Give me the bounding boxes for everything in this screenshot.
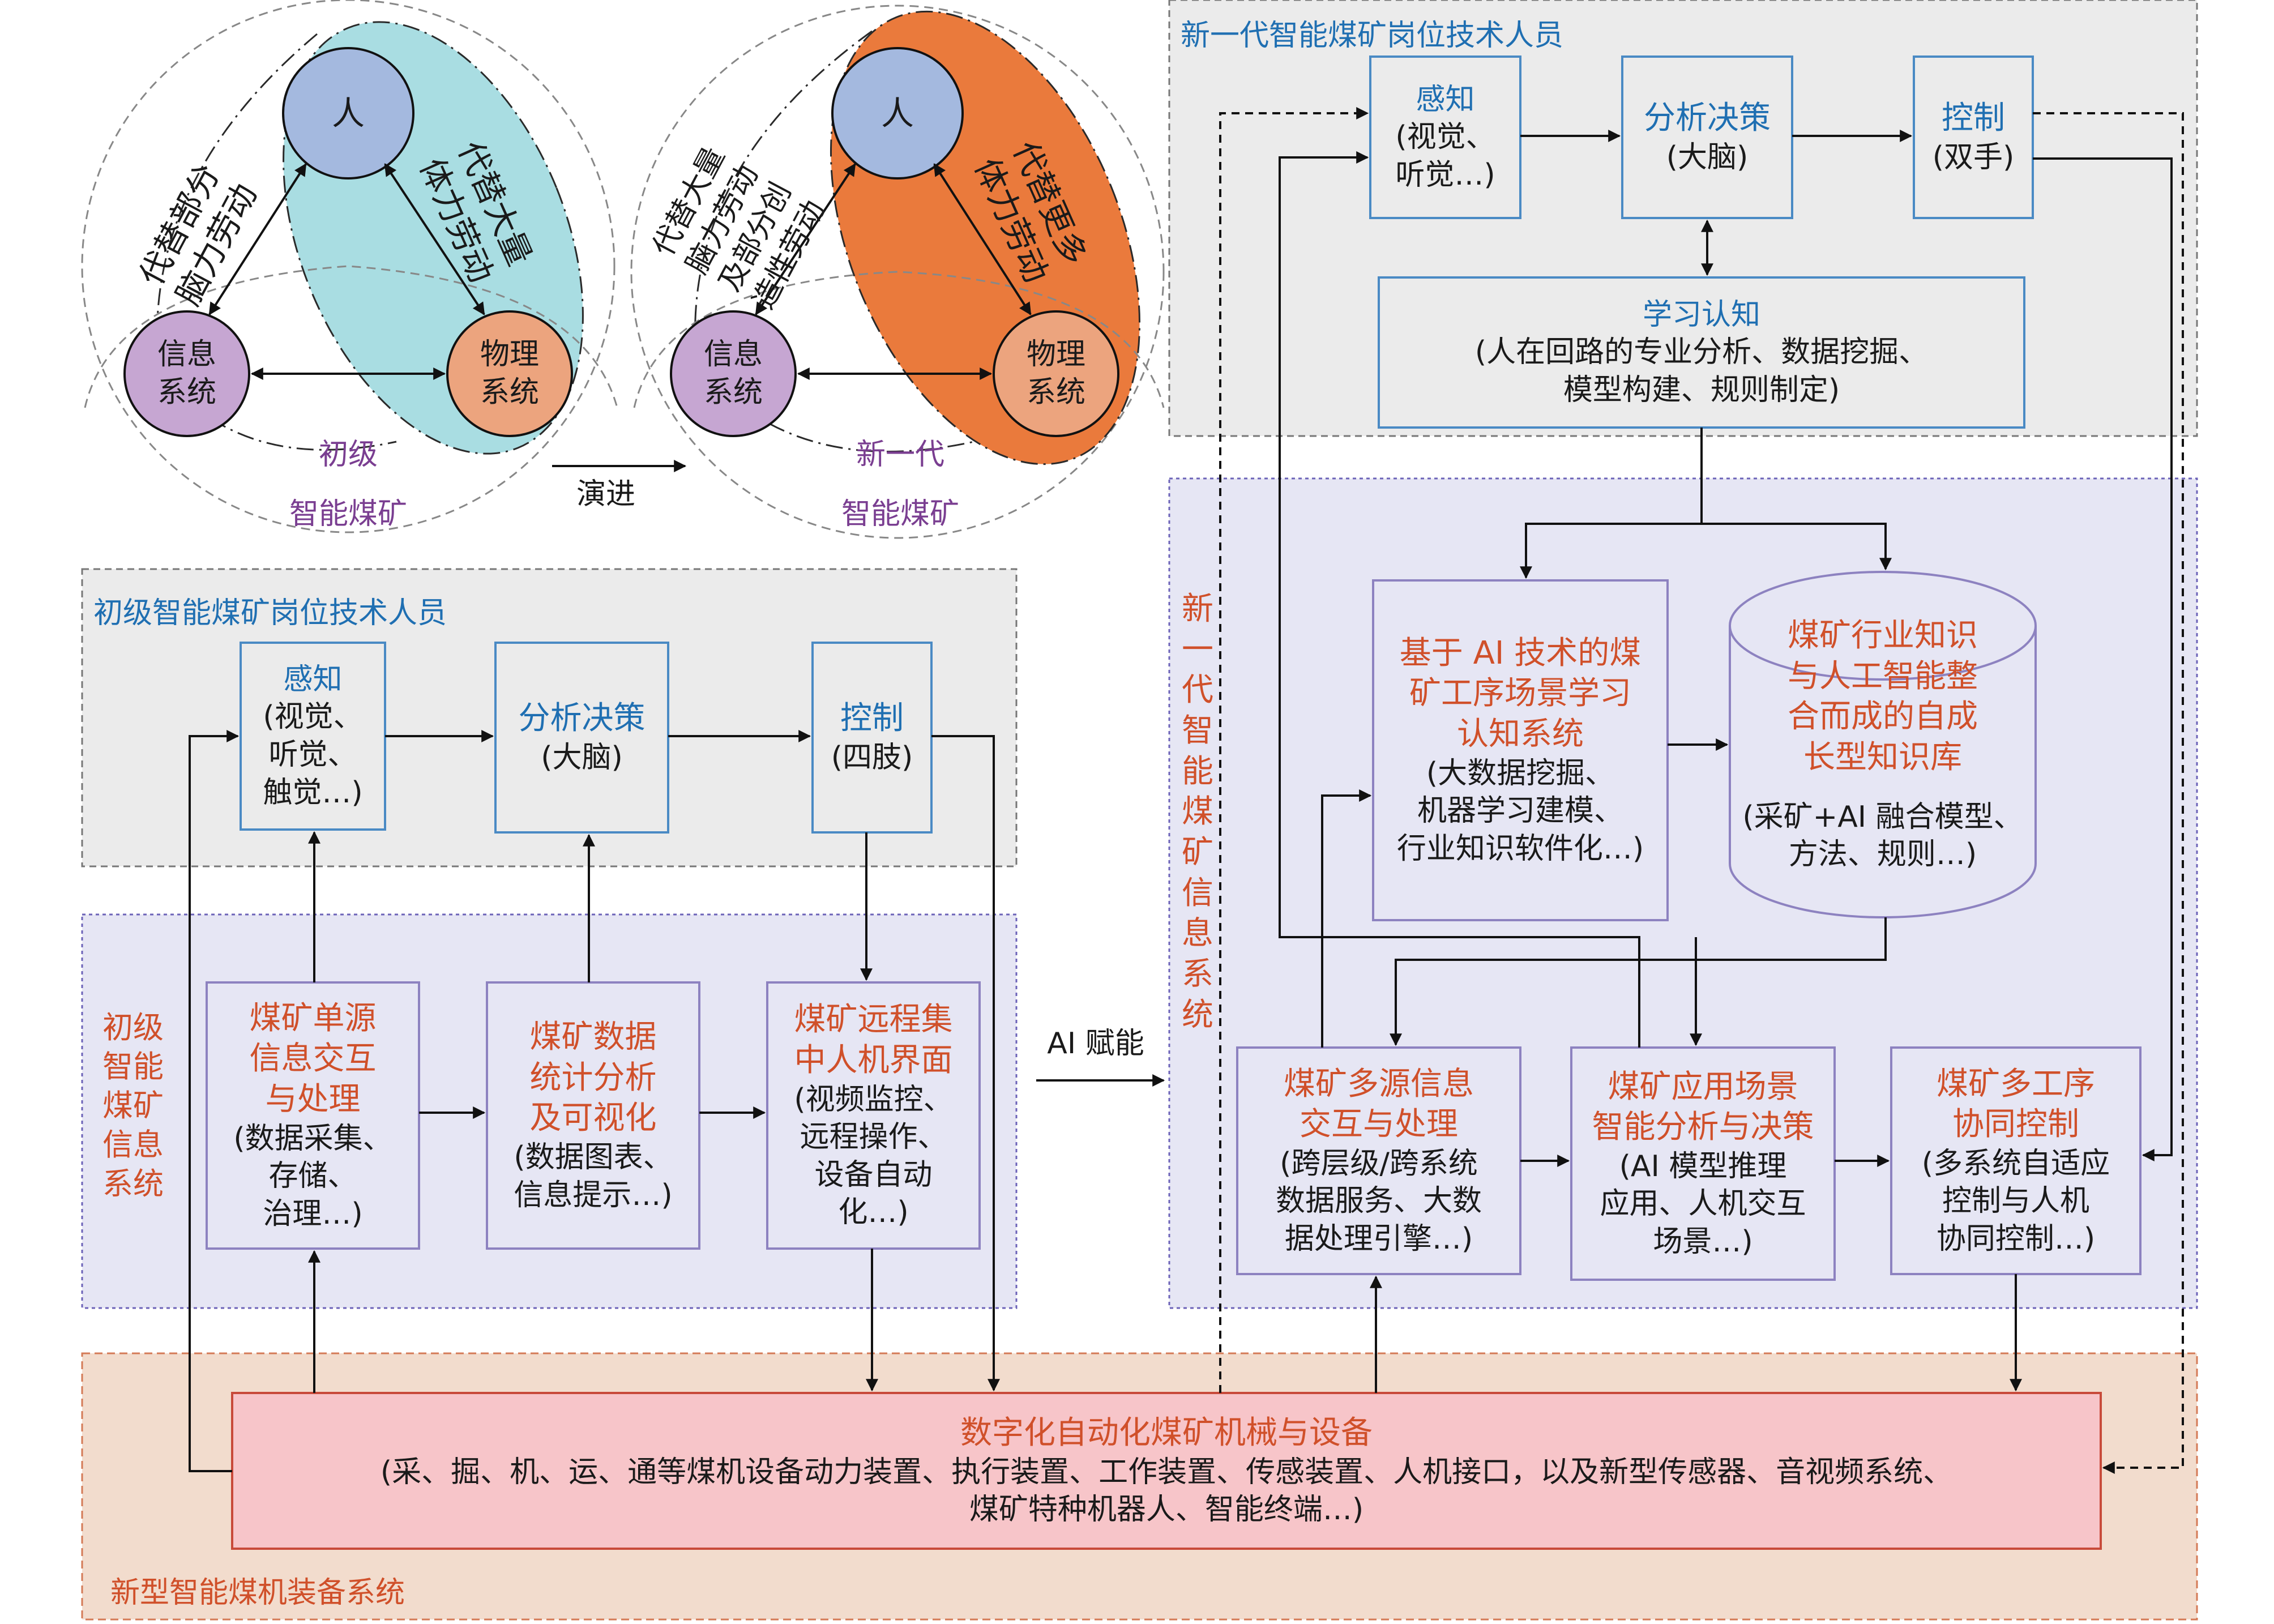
- dashed-feedback-lines: [1219, 107, 2184, 1474]
- primary-info-box-2-title: 煤矿数据 统计分析 及可视化: [529, 1018, 657, 1137]
- new-perceive-body: (视觉、 听觉…): [1395, 120, 1495, 192]
- new-staff-title: 新一代智能煤矿岗位技术人员: [1181, 19, 1564, 53]
- primary-info-box-2-body: (数据图表、 信息提示…): [514, 1140, 673, 1212]
- primary-control-box: 控制 (四肢): [813, 643, 931, 832]
- right-stage-label: 新一代: [856, 438, 944, 472]
- new-learn-body: (人在回路的专业分析、数据挖掘、 模型构建、规则制定): [1474, 335, 1929, 407]
- new-perceive-title: 感知: [1416, 82, 1475, 117]
- new-control-body: (双手): [1932, 140, 2015, 175]
- left-stage2-label: 智能煤矿: [289, 497, 407, 531]
- primary-decide-body: (大脑): [541, 741, 623, 775]
- primary-info-box-1: 煤矿单源 信息交互 与处理 (数据采集、 存储、 治理…): [207, 982, 419, 1249]
- node-phys-right: [993, 310, 1119, 437]
- equipment-system-title: 新型智能煤机装备系统: [110, 1576, 405, 1610]
- primary-info-box-1-body: (数据采集、 存储、 治理…): [233, 1121, 392, 1231]
- right-node-person-label: 人: [880, 93, 914, 133]
- learning-system-title: 基于 AI 技术的煤 矿工序场景学习 认知系统: [1399, 634, 1642, 753]
- knowledge-base-cylinder: [1729, 571, 2037, 918]
- primary-decide-title: 分析决策: [518, 700, 646, 737]
- new-control-title: 控制: [1942, 100, 2005, 137]
- primary-info-title: 初级 智能 煤矿 信息 系统: [102, 1010, 164, 1202]
- learning-system-box: 基于 AI 技术的煤 矿工序场景学习 认知系统 (大数据挖掘、 机器学习建模、 …: [1373, 580, 1668, 920]
- new-decide-title: 分析决策: [1644, 100, 1771, 137]
- multi-info-title: 煤矿多源信息 交互与处理: [1284, 1065, 1474, 1143]
- primary-info-box-2: 煤矿数据 统计分析 及可视化 (数据图表、 信息提示…): [487, 982, 699, 1249]
- primary-control-title: 控制: [840, 700, 904, 737]
- primary-info-box-3-title: 煤矿远程集 中人机界面: [794, 1001, 953, 1079]
- multi-info-body: (跨层级/跨系统 数据服务、大数 据处理引擎…): [1275, 1146, 1482, 1256]
- left-node-person-label: 人: [331, 93, 365, 133]
- new-decide-body: (大脑): [1666, 140, 1749, 175]
- left-node-phys-label: 物理 系统: [480, 337, 539, 409]
- right-node-info-label: 信息 系统: [703, 337, 763, 409]
- primary-info-box-1-title: 煤矿单源 信息交互 与处理: [249, 999, 377, 1118]
- new-arrows: [1279, 130, 2173, 1393]
- primary-evolution-diagram: [81, 0, 618, 533]
- primary-perceive-box: 感知 (视觉、 听觉、 触觉…): [241, 643, 385, 830]
- primary-staff-title: 初级智能煤矿岗位技术人员: [93, 596, 447, 630]
- node-info-left: [123, 310, 250, 437]
- new-info-title: 新 一 代 智 能 煤 矿 信 息 系 统: [1182, 591, 1213, 1033]
- knowledge-base-title: 煤矿行业知识 与人工智能整 合而成的自成 长型知识库: [1788, 617, 1978, 776]
- equipment-body: (采、掘、机、运、通等煤机设备动力装置、执行装置、工作装置、传感装置、人机接口，…: [380, 1455, 1953, 1527]
- ai-empower-label: AI 赋能: [1047, 1027, 1144, 1061]
- app-scene-body: (AI 模型推理 应用、人机交互 场景…): [1600, 1149, 1806, 1259]
- primary-perceive-body: (视觉、 听觉、 触觉…): [263, 700, 363, 810]
- app-scene-box: 煤矿应用场景 智能分析与决策 (AI 模型推理 应用、人机交互 场景…): [1571, 1048, 1835, 1280]
- multi-control-box: 煤矿多工序 协同控制 (多系统自适应 控制与人机 协同控制…): [1891, 1048, 2140, 1274]
- primary-perceive-title: 感知: [283, 662, 343, 696]
- right-node-phys-label: 物理 系统: [1026, 337, 1085, 409]
- new-learn-box: 学习认知 (人在回路的专业分析、数据挖掘、 模型构建、规则制定): [1379, 277, 2024, 428]
- primary-info-box-3: 煤矿远程集 中人机界面 (视频监控、 远程操作、 设备自动 化…): [767, 982, 980, 1249]
- primary-decide-box: 分析决策 (大脑): [495, 643, 668, 832]
- new-evolution-diagram: [630, 5, 1165, 539]
- primary-control-body: (四肢): [831, 741, 913, 775]
- right-stage2-label: 智能煤矿: [841, 497, 959, 531]
- multi-control-title: 煤矿多工序 协同控制: [1937, 1065, 2095, 1143]
- node-phys-left: [446, 310, 573, 437]
- new-decide-box: 分析决策 (大脑): [1622, 57, 1792, 218]
- evolve-label: 演进: [576, 477, 635, 511]
- node-info-right: [670, 310, 797, 437]
- left-stage-label: 初级: [318, 438, 378, 472]
- app-scene-title: 煤矿应用场景 智能分析与决策: [1592, 1068, 1814, 1146]
- multi-info-box: 煤矿多源信息 交互与处理 (跨层级/跨系统 数据服务、大数 据处理引擎…): [1237, 1048, 1520, 1274]
- left-node-info-label: 信息 系统: [157, 337, 216, 409]
- new-perceive-box: 感知 (视觉、 听觉…): [1370, 57, 1520, 218]
- node-person-right: [831, 47, 964, 180]
- primary-info-box-3-body: (视频监控、 远程操作、 设备自动 化…): [794, 1082, 953, 1230]
- learning-system-body: (大数据挖掘、 机器学习建模、 行业知识软件化…): [1396, 756, 1644, 866]
- knowledge-base-box: 煤矿行业知识 与人工智能整 合而成的自成 长型知识库 (采矿+AI 融合模型、 …: [1730, 586, 2036, 903]
- equipment-box: 数字化自动化煤矿机械与设备 (采、掘、机、运、通等煤机设备动力装置、执行装置、工…: [232, 1393, 2101, 1549]
- equipment-title: 数字化自动化煤矿机械与设备: [960, 1414, 1373, 1452]
- new-learn-title: 学习认知: [1642, 297, 1760, 332]
- node-person-left: [282, 47, 414, 180]
- new-control-box: 控制 (双手): [1914, 57, 2033, 218]
- knowledge-base-body: (采矿+AI 融合模型、 方法、规则…): [1742, 800, 2023, 872]
- primary-arrows: [189, 730, 1165, 1472]
- multi-control-body: (多系统自适应 控制与人机 协同控制…): [1921, 1146, 2110, 1256]
